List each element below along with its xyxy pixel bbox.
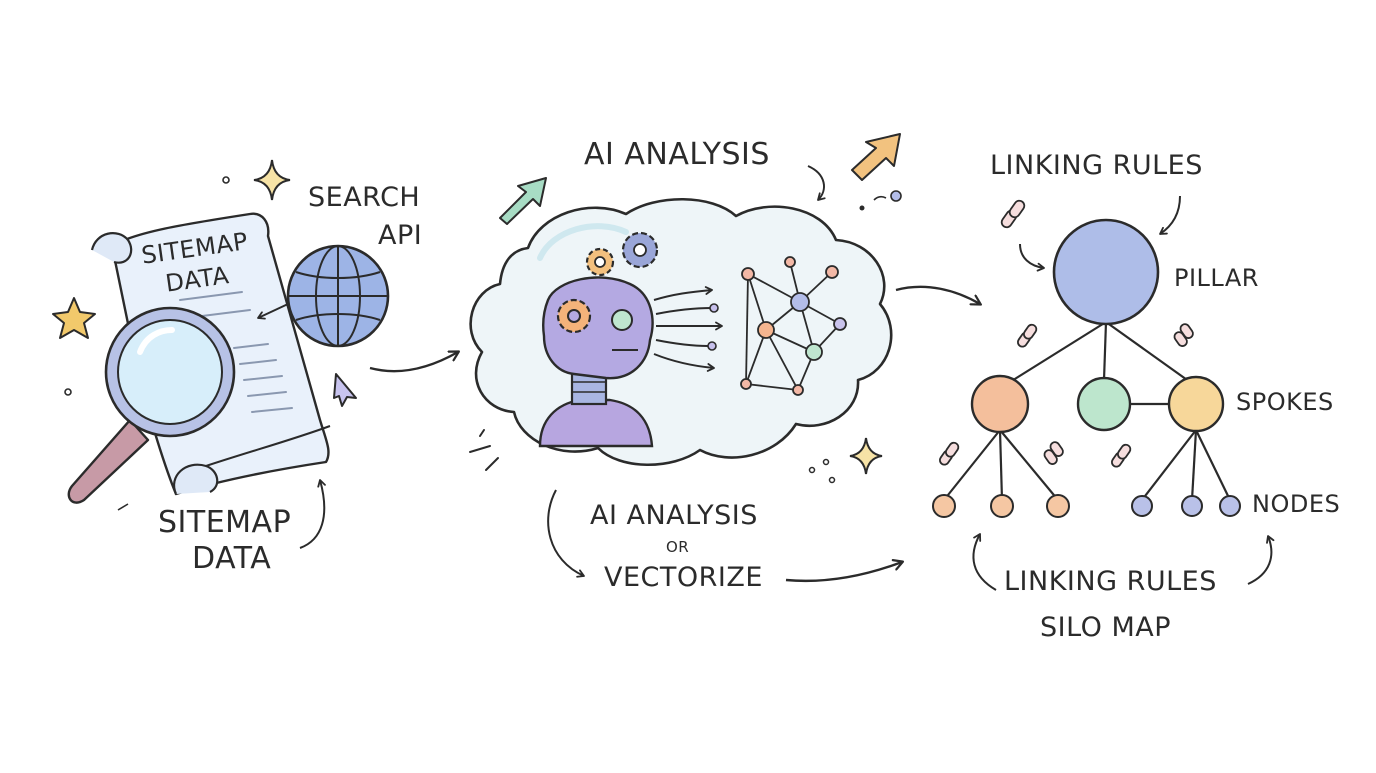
data-stream bbox=[653, 286, 723, 372]
flow-arrow-1 bbox=[369, 352, 458, 373]
flow-arrow-2 bbox=[895, 285, 980, 304]
robot-head-icon bbox=[538, 276, 654, 448]
analysis-caption-line1: AI ANALYSIS bbox=[590, 500, 758, 531]
chain-link-icon bbox=[939, 199, 1194, 468]
spoke-node-green bbox=[1076, 376, 1132, 432]
arrow-up-icon bbox=[499, 177, 547, 225]
pillar-node bbox=[1052, 218, 1160, 326]
star-icon bbox=[52, 297, 96, 339]
analysis-caption-or: OR bbox=[666, 538, 690, 556]
leaf-nodes bbox=[932, 494, 1241, 518]
pillar-label: PILLAR bbox=[1174, 264, 1259, 292]
silo-caption-line1: LINKING RULES bbox=[1004, 566, 1217, 597]
analysis-caption-line3: VECTORIZE bbox=[604, 562, 763, 593]
source-caption-line1: SITEMAP bbox=[158, 505, 292, 540]
cursor-icon bbox=[333, 373, 357, 407]
caption-arrow bbox=[299, 479, 326, 549]
search-api-line1: SEARCH bbox=[308, 182, 421, 213]
silo-caption-line2: SILO MAP bbox=[1040, 612, 1172, 643]
sparkle-icon-2 bbox=[849, 437, 883, 475]
magnifier-icon bbox=[67, 306, 236, 504]
sparkle-icon bbox=[253, 159, 291, 201]
search-api-line2: API bbox=[378, 220, 423, 251]
spokes-label: SPOKES bbox=[1236, 388, 1334, 416]
nodes-label: NODES bbox=[1252, 490, 1341, 518]
source-caption-line2: DATA bbox=[192, 541, 272, 576]
spoke-node-yellow bbox=[1167, 375, 1225, 433]
flow-arrow-3 bbox=[785, 562, 902, 583]
analysis-title: AI ANALYSIS bbox=[584, 137, 770, 172]
silo-tree bbox=[943, 321, 1231, 501]
network-graph-icon bbox=[740, 256, 847, 396]
spoke-node-orange bbox=[970, 374, 1030, 434]
caption-arrow-2 bbox=[547, 489, 585, 578]
silo-title: LINKING RULES bbox=[990, 150, 1203, 181]
cloud-icon bbox=[469, 197, 893, 466]
globe-icon bbox=[257, 244, 390, 348]
gear-icon bbox=[556, 231, 659, 334]
arrow-up-right-icon bbox=[851, 133, 901, 181]
